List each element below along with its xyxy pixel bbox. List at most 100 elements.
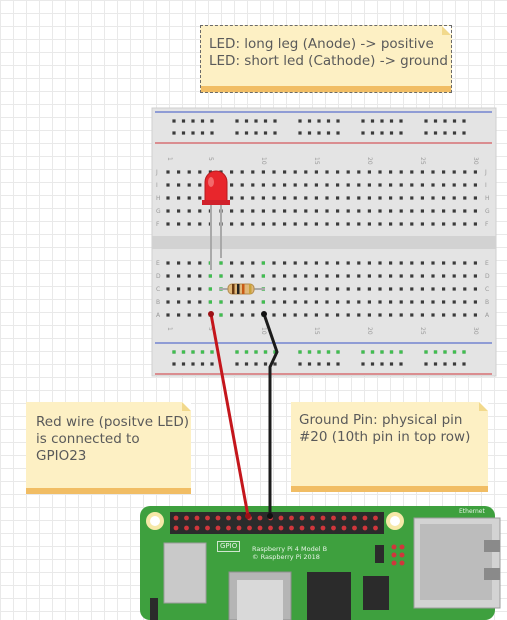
breadboard-hole bbox=[272, 183, 276, 187]
led-note-line-1: LED: long leg (Anode) -> positive bbox=[209, 36, 434, 52]
row-letter-j-right: J bbox=[484, 169, 487, 176]
breadboard-hole bbox=[166, 313, 170, 317]
row-letter-d-right: D bbox=[485, 273, 490, 280]
breadboard-hole bbox=[283, 287, 287, 291]
breadboard-hole bbox=[198, 209, 202, 213]
red-wire-note[interactable]: Red wire (positve LED) is connected to G… bbox=[26, 402, 191, 494]
led-note[interactable]: LED: long leg (Anode) -> positive LED: s… bbox=[200, 25, 452, 93]
breadboard-hole bbox=[283, 274, 287, 278]
rail-hole bbox=[443, 362, 447, 366]
connected-hole bbox=[433, 350, 438, 354]
breadboard-hole bbox=[420, 274, 424, 278]
breadboard-hole bbox=[357, 209, 361, 213]
red-wire-end-top bbox=[208, 311, 214, 317]
breadboard-hole bbox=[198, 170, 202, 174]
breadboard-hole bbox=[378, 261, 382, 265]
breadboard-hole bbox=[346, 287, 350, 291]
row-letter-g-right: G bbox=[485, 208, 490, 215]
rail-hole bbox=[244, 362, 249, 366]
breadboard-hole bbox=[314, 274, 318, 278]
rail-hole bbox=[370, 362, 375, 366]
rail-hole bbox=[399, 131, 403, 135]
col-number-20-bottom: 20 bbox=[366, 327, 373, 335]
connected-hole bbox=[298, 350, 302, 354]
breadboard-hole bbox=[177, 170, 181, 174]
breadboard-hole bbox=[473, 287, 477, 291]
breadboard-hole bbox=[336, 209, 340, 213]
breadboard-hole bbox=[166, 300, 170, 304]
breadboard-hole bbox=[187, 170, 191, 174]
breadboard-hole bbox=[293, 170, 297, 174]
breadboard-hole bbox=[431, 313, 435, 317]
row-letter-d: D bbox=[156, 273, 161, 280]
ground-wire-end-pin bbox=[267, 513, 273, 519]
breadboard-hole bbox=[452, 183, 456, 187]
connected-hole bbox=[219, 300, 223, 304]
breadboard-hole bbox=[431, 287, 435, 291]
breadboard-hole bbox=[410, 183, 414, 187]
breadboard-hole bbox=[367, 274, 371, 278]
resistor-icon[interactable] bbox=[219, 283, 265, 295]
gpio-pin bbox=[331, 525, 336, 531]
rail-hole bbox=[263, 362, 268, 366]
rail-hole bbox=[326, 362, 331, 366]
breadboard-hole bbox=[442, 313, 446, 317]
breadboard-hole bbox=[420, 287, 424, 291]
rail-hole bbox=[263, 119, 268, 123]
breadboard-hole bbox=[304, 287, 308, 291]
breadboard-hole bbox=[187, 261, 191, 265]
breadboard-hole bbox=[399, 170, 403, 174]
ground-pin-note[interactable]: Ground Pin: physical pin #20 (10th pin i… bbox=[291, 402, 488, 492]
red-wire[interactable] bbox=[209, 312, 250, 518]
breadboard-hole bbox=[314, 261, 318, 265]
breadboard-hole bbox=[272, 261, 276, 265]
breadboard-hole bbox=[166, 209, 170, 213]
breadboard-hole bbox=[261, 170, 265, 174]
breadboard-hole bbox=[304, 170, 308, 174]
rail-hole bbox=[317, 131, 321, 135]
breadboard-hole bbox=[293, 313, 297, 317]
breadboard-hole bbox=[346, 274, 350, 278]
connected-hole bbox=[254, 350, 258, 354]
breadboard-hole bbox=[431, 261, 435, 265]
col-number-10-bottom: 10 bbox=[260, 327, 267, 335]
breadboard-hole bbox=[240, 261, 244, 265]
breadboard-hole bbox=[304, 209, 308, 213]
breadboard-hole bbox=[367, 209, 371, 213]
breadboard-hole bbox=[304, 196, 308, 200]
breadboard-hole bbox=[283, 183, 287, 187]
breadboard-hole bbox=[367, 287, 371, 291]
breadboard-hole bbox=[187, 183, 191, 187]
breadboard-hole bbox=[166, 170, 170, 174]
rail-hole bbox=[263, 131, 268, 135]
rail-hole bbox=[443, 131, 447, 135]
rail-hole bbox=[317, 362, 321, 366]
breadboard-hole bbox=[230, 209, 234, 213]
breadboard-hole bbox=[325, 209, 329, 213]
led-icon[interactable] bbox=[202, 170, 230, 270]
breadboard-hole bbox=[442, 300, 446, 304]
breadboard-hole bbox=[283, 222, 287, 226]
ground-wire[interactable] bbox=[262, 312, 279, 518]
col-number-1: 1 bbox=[166, 157, 173, 161]
connected-hole bbox=[273, 350, 277, 354]
gpio-pin bbox=[373, 525, 378, 531]
breadboard-hole bbox=[272, 313, 276, 317]
breadboard-hole bbox=[442, 261, 446, 265]
ground-note-line-2: #20 (10th pin in top row) bbox=[299, 429, 471, 445]
gpio-pin bbox=[268, 525, 273, 531]
breadboard-hole bbox=[463, 183, 467, 187]
rail-hole bbox=[361, 131, 365, 135]
breadboard-hole bbox=[272, 196, 276, 200]
gpio-pin bbox=[247, 525, 252, 531]
breadboard-hole bbox=[452, 209, 456, 213]
breadboard-hole bbox=[420, 222, 424, 226]
breadboard-hole bbox=[442, 170, 446, 174]
breadboard-hole bbox=[473, 313, 477, 317]
breadboard-hole bbox=[314, 183, 318, 187]
gpio-pin bbox=[289, 515, 294, 521]
breadboard-hole bbox=[378, 196, 382, 200]
rail-hole bbox=[399, 362, 403, 366]
breadboard-hole bbox=[346, 313, 350, 317]
breadboard-hole bbox=[420, 170, 424, 174]
